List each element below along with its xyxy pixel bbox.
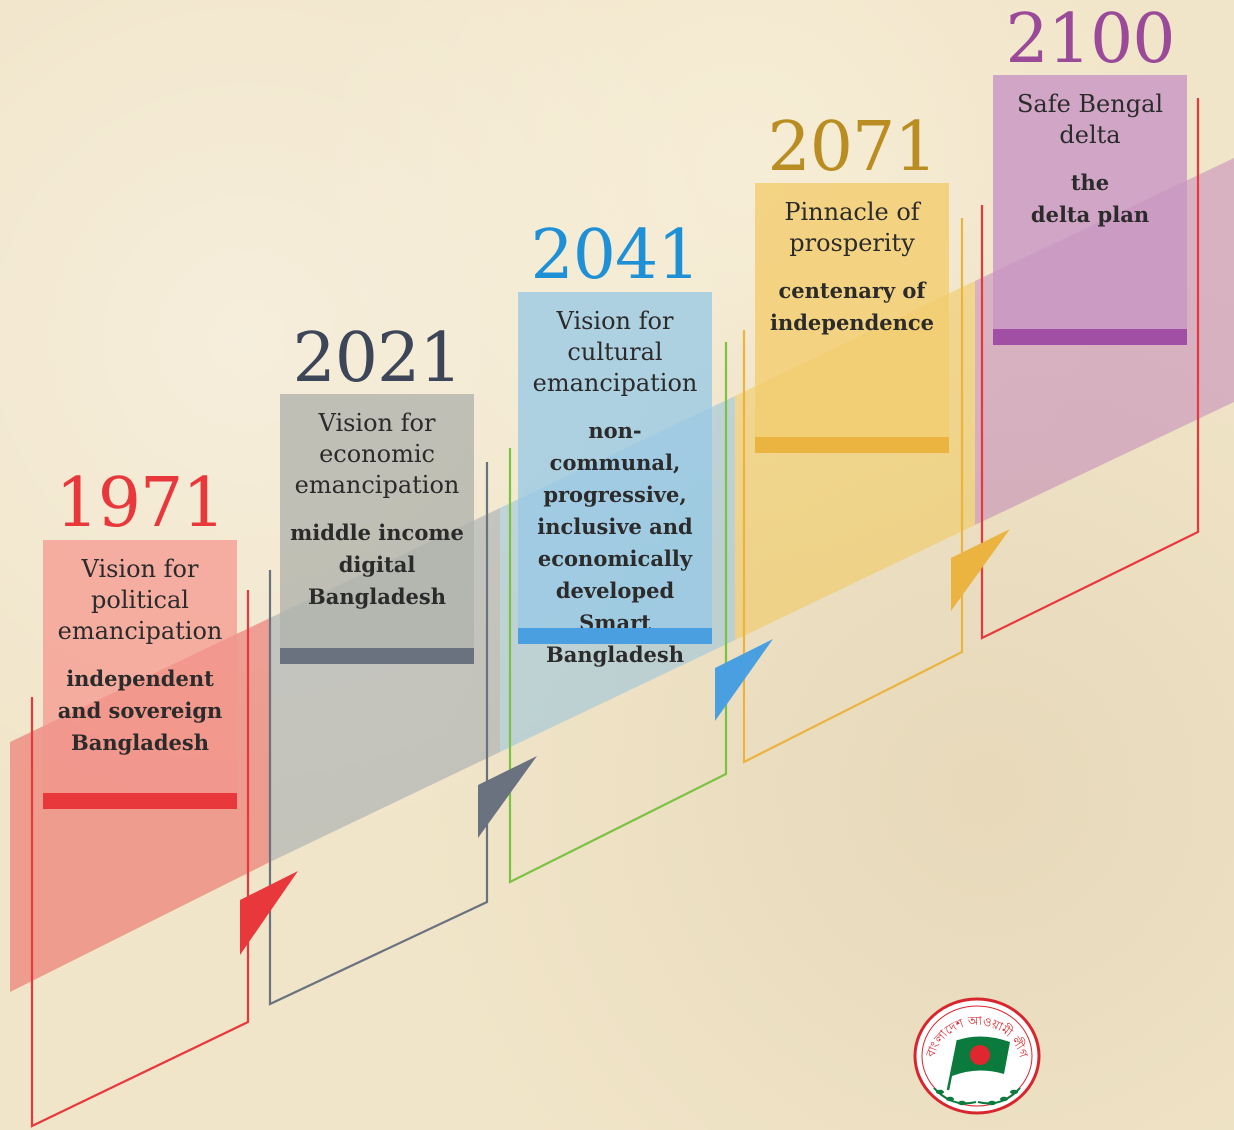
milestone-description: middle income digital Bangladesh	[290, 520, 464, 609]
card-base-bar	[755, 437, 949, 453]
milestone-card-2071: Pinnacle of prosperity centenary of inde…	[755, 183, 949, 453]
milestone-card-1971: Vision for political emancipation indepe…	[43, 540, 237, 809]
card-base-bar	[518, 628, 712, 644]
year-2071: 2071	[767, 108, 937, 187]
year-1971: 1971	[55, 464, 225, 543]
bracket-2071	[742, 218, 964, 764]
year-2041: 2041	[530, 216, 700, 295]
milestone-title: Vision for economic emancipation	[294, 409, 460, 499]
milestone-description: the delta plan	[1030, 170, 1150, 227]
milestone-title: Vision for political emancipation	[57, 555, 223, 645]
year-2100: 2100	[1005, 0, 1175, 79]
card-base-bar	[993, 329, 1187, 345]
card-base-bar	[43, 793, 237, 809]
milestone-card-2041: Vision for cultural emancipation non-com…	[518, 292, 712, 667]
milestone-card-2021: Vision for economic emancipation middle …	[280, 394, 474, 664]
milestone-card-2100: Safe Bengal delta the delta plan	[993, 75, 1187, 345]
milestone-description: non-communal, progressive, inclusive and…	[537, 418, 693, 667]
year-2021: 2021	[292, 319, 462, 398]
bracket-2021	[268, 462, 489, 1006]
flag-emblem-icon: বাংলাদেশ আওয়ামী লীগ	[913, 997, 1041, 1115]
milestone-description: independent and sovereign Bangladesh	[57, 666, 223, 755]
milestone-title: Vision for cultural emancipation	[532, 307, 698, 397]
milestone-title: Safe Bengal delta	[1016, 90, 1164, 149]
bracket-2041	[508, 342, 728, 884]
card-base-bar	[280, 648, 474, 664]
milestone-description: centenary of independence	[769, 278, 935, 335]
bracket-1971	[30, 590, 250, 1128]
arrow-2071	[951, 529, 1010, 611]
arrow-1971	[240, 871, 298, 955]
arrow-2021	[478, 756, 537, 838]
arrow-2041	[715, 639, 773, 721]
milestone-title: Pinnacle of prosperity	[784, 198, 920, 257]
bracket-2100	[980, 98, 1200, 640]
